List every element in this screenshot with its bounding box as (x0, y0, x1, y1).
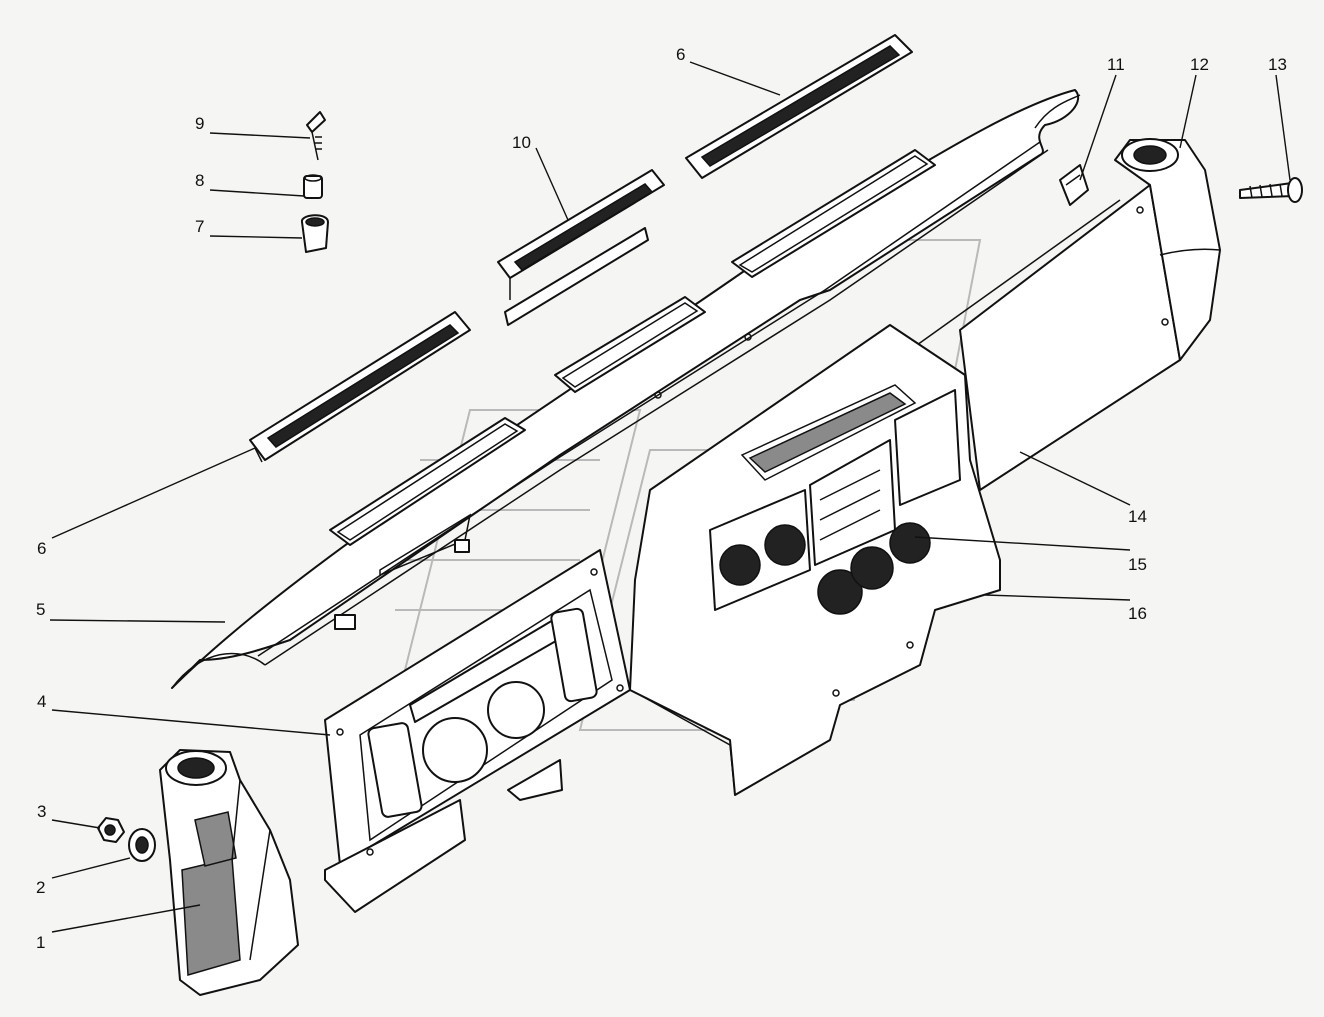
callout-6-right: 6 (676, 45, 685, 64)
screw-9 (306, 111, 326, 161)
callout-16: 16 (1128, 604, 1147, 623)
callout-2: 2 (36, 878, 45, 897)
nut-3 (97, 817, 125, 843)
callout-8: 8 (195, 171, 204, 190)
center-vent-grille (497, 169, 665, 326)
instrument-cluster-panel-4 (324, 549, 631, 913)
air-vent-grille-right (685, 34, 913, 179)
callout-labels: 1 2 3 4 5 6 6 7 8 9 10 11 12 13 14 15 16 (36, 45, 1287, 952)
sleeve-8 (303, 174, 323, 199)
screw-13 (1239, 177, 1303, 203)
callout-10: 10 (512, 133, 531, 152)
leader-lines (49, 61, 1291, 933)
left-pod-1 (159, 749, 299, 996)
air-vent-grille-left (249, 311, 471, 463)
callout-11: 11 (1107, 55, 1125, 74)
callout-3: 3 (37, 802, 46, 821)
callout-9: 9 (195, 114, 204, 133)
end-pod-12 (1114, 138, 1221, 361)
callout-12: 12 (1190, 55, 1209, 74)
plug-7 (301, 214, 329, 253)
callout-4: 4 (37, 692, 46, 711)
callout-1: 1 (36, 933, 45, 952)
washer-2 (128, 828, 156, 862)
callout-15: 15 (1128, 555, 1147, 574)
center-console-16 (629, 324, 1001, 796)
upper-dash-panel (171, 89, 1081, 689)
callout-14: 14 (1128, 507, 1147, 526)
callout-7: 7 (195, 217, 204, 236)
callout-13: 13 (1268, 55, 1287, 74)
callout-5: 5 (36, 600, 45, 619)
callout-6-left: 6 (37, 539, 46, 558)
